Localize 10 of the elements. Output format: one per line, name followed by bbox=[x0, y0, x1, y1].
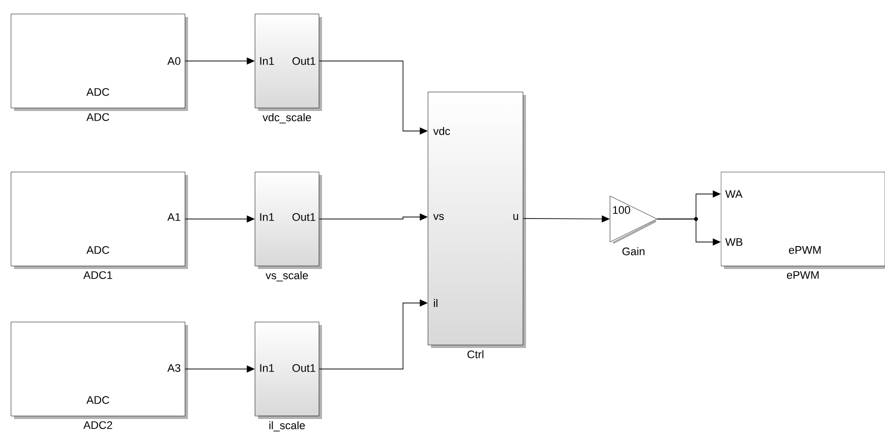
port-label: 100 bbox=[613, 206, 630, 214]
block-name: Ctrl bbox=[468, 350, 484, 358]
block-name: vs_scale bbox=[266, 271, 308, 282]
block-name: vdc_scale bbox=[262, 113, 311, 124]
block-name: Gain bbox=[622, 247, 644, 256]
block-name: ADC bbox=[86, 113, 110, 121]
block-name: ADC2 bbox=[83, 421, 112, 429]
block-name: ePWM bbox=[786, 271, 819, 279]
block-name: ADC1 bbox=[83, 271, 112, 279]
block-name: il_scale bbox=[269, 421, 305, 432]
